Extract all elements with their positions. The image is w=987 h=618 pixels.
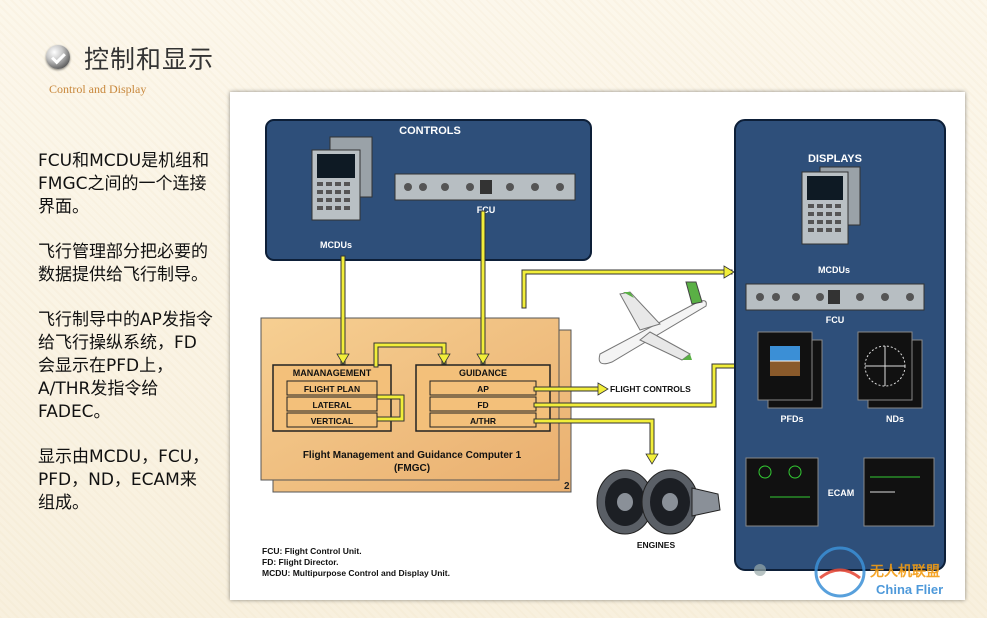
fmgc-title-line1: Flight Management and Guidance Computer … [303, 450, 522, 461]
controls-title: CONTROLS [399, 125, 461, 137]
paragraph-1: FCU和MCDU是机组和FMGC之间的一个连接界面。 [38, 151, 210, 217]
guidance-item-ap: AP [477, 384, 489, 394]
description-text: FCU和MCDU是机组和FMGC之间的一个连接界面。 飞行管理部分把必要的数据提… [38, 150, 213, 537]
aircraft-icon [598, 281, 707, 365]
paragraph-2: 飞行管理部分把必要的数据提供给飞行制导。 [38, 242, 208, 285]
watermark-en: China Flier [876, 582, 943, 597]
engines-icon [596, 469, 721, 535]
ecam-screens-icon [745, 457, 935, 527]
management-item-lateral: LATERAL [312, 400, 351, 410]
paragraph-4: 显示由MCDU，FCU，PFD，ND，ECAM来组成。 [38, 447, 210, 513]
checkmark-bullet-icon [46, 45, 70, 69]
legend-fcu: FCU: Flight Control Unit. [262, 546, 362, 556]
management-title: MANANAGEMENT [293, 368, 372, 378]
management-item-flight-plan: FLIGHT PLAN [304, 384, 360, 394]
management-item-vertical: VERTICAL [311, 416, 354, 426]
displays-fcu-icon [745, 283, 925, 311]
legend-mcdu: MCDU: Multipurpose Control and Display U… [262, 568, 450, 578]
fmgc-number: 2 [564, 481, 570, 492]
mcdus-label: MCDUs [320, 240, 352, 250]
ecam-label: ECAM [828, 488, 855, 498]
fmgc-diagram: CONTROLS MCDUs FCU 2 Flight Management a… [230, 92, 965, 600]
displays-fcu-label: FCU [826, 315, 845, 325]
displays-title: DISPLAYS [808, 153, 862, 165]
watermark-logo [754, 546, 866, 598]
flight-controls-label: FLIGHT CONTROLS [610, 384, 691, 394]
fmgc-title-line2: (FMGC) [394, 463, 430, 474]
guidance-item-fd: FD [477, 400, 488, 410]
displays-mcdu-icon [801, 166, 861, 245]
pfd-screens-icon [757, 331, 823, 409]
watermark-cn: 无人机联盟 [869, 563, 940, 579]
fcu-panel-icon [394, 173, 576, 201]
legend-fd: FD: Flight Director. [262, 557, 339, 567]
slide-title: 控制和显示 [84, 45, 215, 74]
nds-label: NDs [886, 414, 904, 424]
signal-arrows [340, 210, 755, 461]
mcdu-units-icon [311, 136, 373, 221]
displays-mcdus-label: MCDUs [818, 265, 850, 275]
fcu-label: FCU [477, 205, 496, 215]
guidance-title: GUIDANCE [459, 368, 507, 378]
nd-screens-icon [857, 331, 923, 409]
engines-label: ENGINES [637, 540, 676, 550]
pfds-label: PFDs [780, 414, 803, 424]
paragraph-3: 飞行制导中的AP发指令给飞行操纵系统，FD会显示在PFD上，A/THR发指令给F… [38, 310, 213, 422]
guidance-item-athr: A/THR [470, 416, 496, 426]
slide-subtitle: Control and Display [49, 82, 147, 96]
